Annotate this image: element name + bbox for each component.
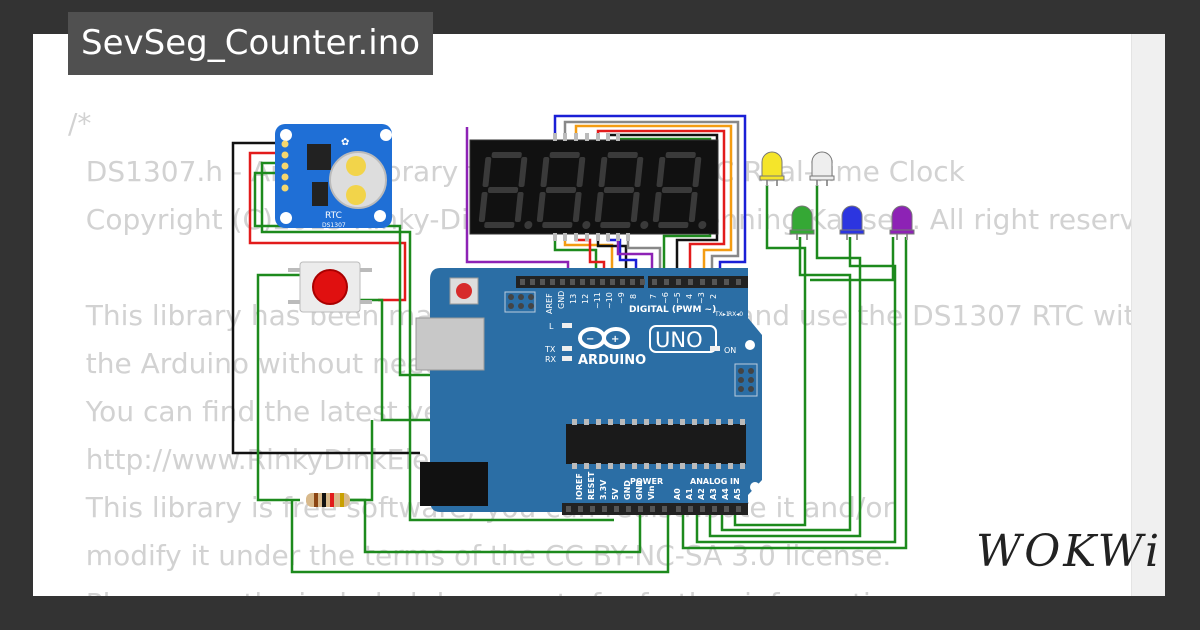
power-pin-label: GND: [635, 480, 644, 500]
wokwi-logo[interactable]: WOKWi: [976, 526, 1163, 577]
analog-pin-label: A0: [673, 488, 682, 500]
pin-label: AREF: [545, 293, 554, 314]
wire-gnd-bottom: [290, 500, 670, 574]
digital-label: DIGITAL (PWM ~): [629, 305, 716, 315]
pin-label: 8: [629, 294, 638, 299]
wire-disp-4: [574, 124, 733, 275]
push-button[interactable]: [288, 261, 372, 313]
wire-led-5: [681, 237, 908, 550]
leds: [759, 151, 915, 240]
power-pin-label: Vin: [647, 485, 656, 500]
l-label: L: [549, 322, 554, 331]
pin-label: 4: [685, 294, 694, 299]
display-digit: [536, 152, 591, 229]
analog-pin-label: A1: [685, 488, 694, 500]
wire-resistor-button: [350, 420, 374, 502]
editor-scrollbar[interactable]: [1131, 34, 1165, 596]
rtc-label: RTC: [325, 211, 342, 221]
led[interactable]: [789, 205, 815, 240]
display-digit: [652, 152, 707, 229]
wire-led-4: [695, 237, 897, 544]
display-digit: [594, 152, 649, 229]
pin-label: ~5: [673, 292, 682, 304]
wire-disp-5: [596, 129, 726, 275]
pin-label: ~9: [617, 292, 626, 304]
wire-disp-3: [563, 120, 740, 275]
analog-pin-label: A4: [721, 488, 730, 500]
on-label: ON: [724, 346, 736, 355]
pin-label: ~11: [593, 292, 602, 309]
led[interactable]: [759, 151, 785, 186]
arduino-model: UNO: [655, 328, 703, 352]
power-pin-label: 3.3V: [599, 479, 608, 500]
display-pins-top: [553, 133, 620, 141]
pin-label: GND: [557, 291, 566, 309]
wire-button-left: [256, 273, 300, 502]
wire-led-2: [720, 237, 852, 532]
wire-led-gnd: [810, 237, 895, 282]
power-pin-label: 5V: [611, 487, 620, 500]
rtc-pins: [281, 140, 289, 192]
code-line: Please see the included documents for fu…: [68, 580, 1165, 596]
push-button-cap: [312, 269, 348, 305]
code-line: /*: [68, 107, 92, 140]
rtc-model: DS1307: [322, 222, 346, 229]
rtc-chip: [307, 144, 331, 170]
pin-label: ~6: [661, 292, 670, 304]
rtc-battery: [329, 151, 387, 209]
power-pin-label: GND: [623, 480, 632, 500]
wire-led-3: [708, 185, 862, 538]
pin-label: 7: [649, 294, 658, 299]
display-digits: [478, 152, 707, 229]
pin-label: ~3: [697, 292, 706, 304]
power-label: POWER: [630, 477, 663, 486]
digital-header-right: [648, 276, 748, 288]
pin-label: 2: [709, 294, 718, 299]
wire-led-1: [733, 185, 807, 527]
analog-label: ANALOG IN: [690, 477, 740, 486]
svg-text:+: +: [611, 334, 619, 345]
wire-disp-14: [626, 228, 662, 275]
arduino-logo-icon: [578, 327, 630, 349]
tx-label: TX: [544, 345, 556, 354]
pin-label: ~10: [605, 292, 614, 309]
display-pins-bottom: [553, 233, 630, 241]
analog-pin-label: A2: [697, 488, 706, 500]
wire-rtc-sda: [260, 161, 614, 522]
led[interactable]: [839, 205, 865, 240]
svg-text:−: −: [586, 334, 594, 345]
rx-label: RX: [545, 355, 557, 364]
wire-rtc-gnd: [231, 141, 420, 455]
usb-port: [415, 317, 485, 371]
pin-label: 12: [581, 294, 590, 304]
rx-pin-label: RX◂0: [728, 311, 743, 318]
wire-disp-2: [553, 114, 747, 275]
arduino-brand: ARDUINO: [578, 353, 646, 368]
power-jack: [420, 462, 488, 506]
analog-pin-label: A3: [709, 488, 718, 500]
code-line: modify it under the terms of the CC BY-N…: [68, 539, 892, 572]
led[interactable]: [809, 151, 835, 186]
led[interactable]: [889, 205, 915, 240]
seven-segment-display[interactable]: [469, 133, 719, 241]
adafruit-icon: ✿: [341, 137, 349, 148]
rtc-module[interactable]: RTC DS1307 ✿: [275, 124, 392, 229]
pin-label: 13: [569, 294, 578, 304]
project-title[interactable]: SevSeg_Counter.ino: [68, 12, 434, 75]
power-pin-label: RESET: [587, 471, 596, 500]
power-pin-label: IOREF: [575, 473, 584, 500]
tx-pin-label: TX▸1: [714, 311, 730, 318]
atmega-chip: [566, 424, 746, 464]
resistor[interactable]: [306, 493, 350, 507]
display-digit: [478, 152, 533, 229]
analog-pin-label: A5: [733, 488, 742, 500]
